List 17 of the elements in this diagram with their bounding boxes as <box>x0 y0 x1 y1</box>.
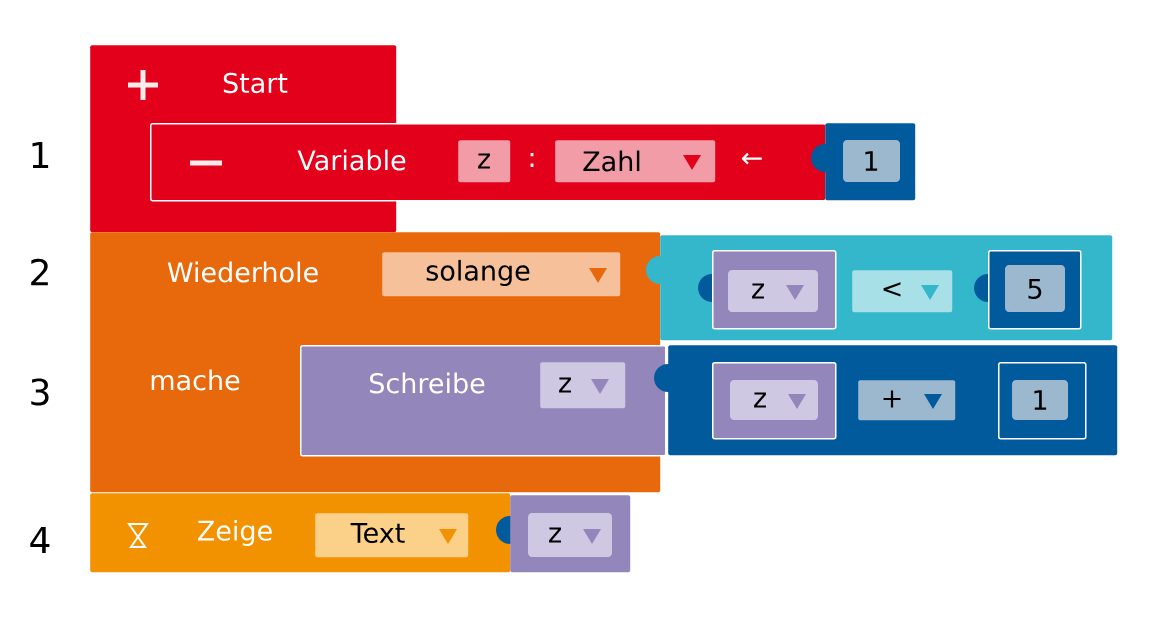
dropdown-field: solange <box>382 252 621 297</box>
dropdown-field: z <box>540 362 626 409</box>
variable-block: z <box>698 250 837 330</box>
variable-block: z <box>698 362 837 440</box>
variable-block: z <box>496 495 631 573</box>
line-number: 3 <box>31 378 49 406</box>
line-number: 4 <box>30 526 50 554</box>
name-field: z <box>458 140 511 183</box>
line-number: 2 <box>31 258 48 286</box>
dropdown-field: Text <box>315 513 469 558</box>
dropdown-field: Zahl <box>555 140 716 183</box>
number-block: 1 <box>811 123 916 201</box>
number-block: 1 <box>984 362 1087 440</box>
dropdown-field: + <box>858 380 956 421</box>
number-block: 5 <box>974 250 1082 330</box>
line-number: 1 <box>32 141 49 169</box>
dropdown-field: < <box>852 270 953 313</box>
